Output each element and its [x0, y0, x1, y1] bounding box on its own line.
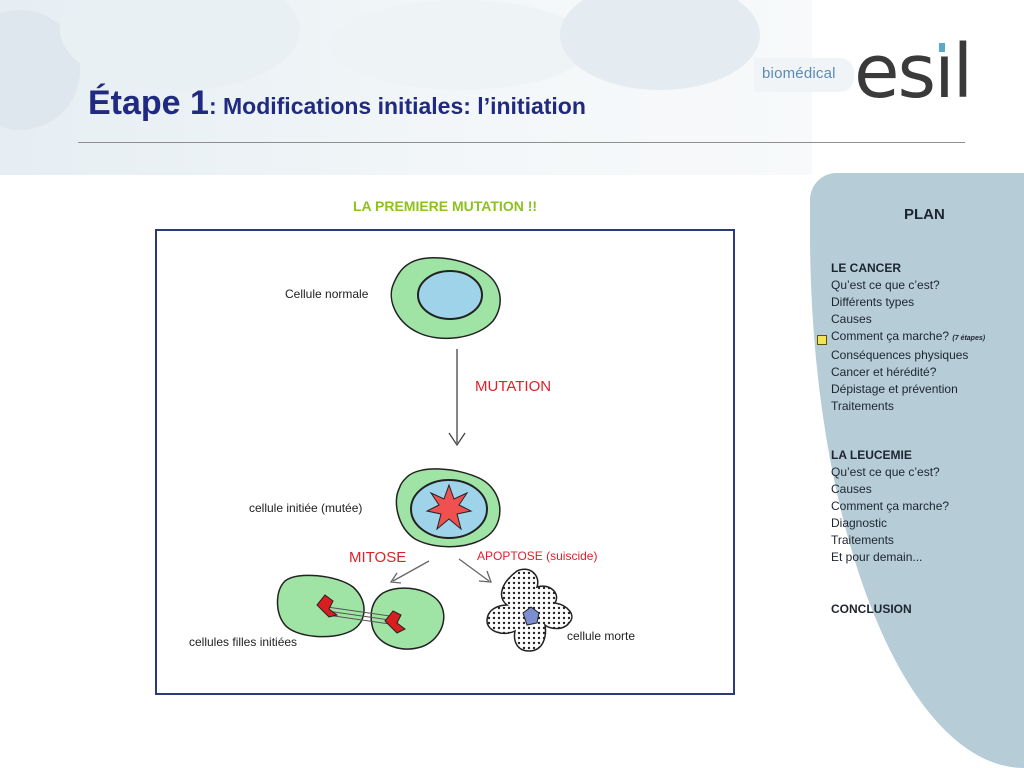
plan-section-title[interactable]: CONCLUSION — [831, 602, 912, 616]
apoptose-arrowhead — [478, 570, 492, 583]
logo-dot — [939, 43, 945, 52]
plan-item[interactable]: Causes — [831, 312, 872, 326]
plan-item[interactable]: Différents types — [831, 295, 915, 309]
plan-section-title[interactable]: LA LEUCEMIE — [831, 448, 912, 462]
title-divider — [78, 142, 965, 143]
mutation-diagram: Cellule normale MUTATION cellule initiée… — [155, 229, 735, 695]
mitose-arrow — [392, 560, 430, 582]
mutation-arrowhead — [448, 432, 466, 447]
plan-item[interactable]: Conséquences physiques — [831, 348, 969, 362]
diagram-svg: Cellule normale MUTATION cellule initiée… — [189, 257, 635, 652]
plan-item[interactable]: Comment ça marche? — [831, 499, 950, 513]
label-dead-cell: cellule morte — [567, 629, 635, 643]
spindle-fiber — [326, 610, 398, 622]
chromosome-left — [316, 594, 339, 618]
logo-subtitle-box: biomédical — [754, 58, 854, 92]
plan-section-cancer: LE CANCER Qu’est ce que c’est? Différent… — [831, 260, 1021, 415]
label-apoptose: APOPTOSE (suiscide) — [477, 549, 597, 563]
plan-item[interactable]: Cancer et hérédité? — [831, 365, 937, 379]
plan-item-label: Comment ça marche? — [831, 329, 950, 343]
logo-subtitle: biomédical — [762, 65, 836, 82]
plan-title: PLAN — [904, 206, 945, 223]
label-daughter-cells: cellules filles initiées — [189, 635, 297, 649]
dead-cell-nucleus — [522, 606, 540, 626]
logo-wordmark: esıl — [854, 29, 973, 115]
plan-item[interactable]: Et pour demain... — [831, 550, 923, 564]
slide-title-main: Étape 1 — [88, 84, 209, 122]
label-mitose: MITOSE — [349, 549, 406, 566]
slide-title: Étape 1: Modifications initiales: l’init… — [88, 84, 586, 123]
header-photo-shape — [560, 0, 760, 90]
plan-item[interactable]: Dépistage et prévention — [831, 382, 958, 396]
slide-title-sub: : Modifications initiales: l’initiation — [208, 93, 586, 119]
apoptose-arrow — [458, 558, 490, 582]
spindle-fiber — [326, 606, 398, 618]
header-photo-shape — [60, 0, 300, 90]
mutation-star — [425, 483, 473, 531]
chromosome-right — [384, 610, 406, 634]
label-mutation: MUTATION — [475, 378, 551, 395]
header-photo-shape — [330, 0, 590, 90]
plan-item-note: (7 étapes) — [952, 335, 986, 342]
label-normal-cell: Cellule normale — [285, 287, 369, 301]
esil-logo: biomédical esıl — [746, 30, 991, 130]
current-item-marker — [817, 335, 827, 345]
mitose-arrowhead — [389, 572, 402, 584]
plan-item[interactable]: Diagnostic — [831, 516, 888, 530]
plan-item[interactable]: Traitements — [831, 533, 894, 547]
plan-item-current[interactable]: Comment ça marche? (7 étapes) — [831, 328, 1021, 347]
normal-nucleus — [417, 270, 483, 320]
plan-section-title[interactable]: LE CANCER — [831, 261, 902, 275]
plan-item[interactable]: Traitements — [831, 399, 894, 413]
plan-item[interactable]: Qu’est ce que c’est? — [831, 278, 940, 292]
plan-item[interactable]: Qu’est ce que c’est? — [831, 465, 940, 479]
figure-caption: LA PREMIERE MUTATION !! — [352, 198, 538, 214]
header-background — [0, 0, 812, 175]
plan-section-conclusion: CONCLUSION — [831, 601, 1021, 618]
label-initiated-cell: cellule initiée (mutée) — [249, 501, 362, 515]
plan-section-leucemie: LA LEUCEMIE Qu’est ce que c’est? Causes … — [831, 447, 1021, 566]
spindle-fiber — [326, 614, 398, 626]
plan-item[interactable]: Causes — [831, 482, 872, 496]
